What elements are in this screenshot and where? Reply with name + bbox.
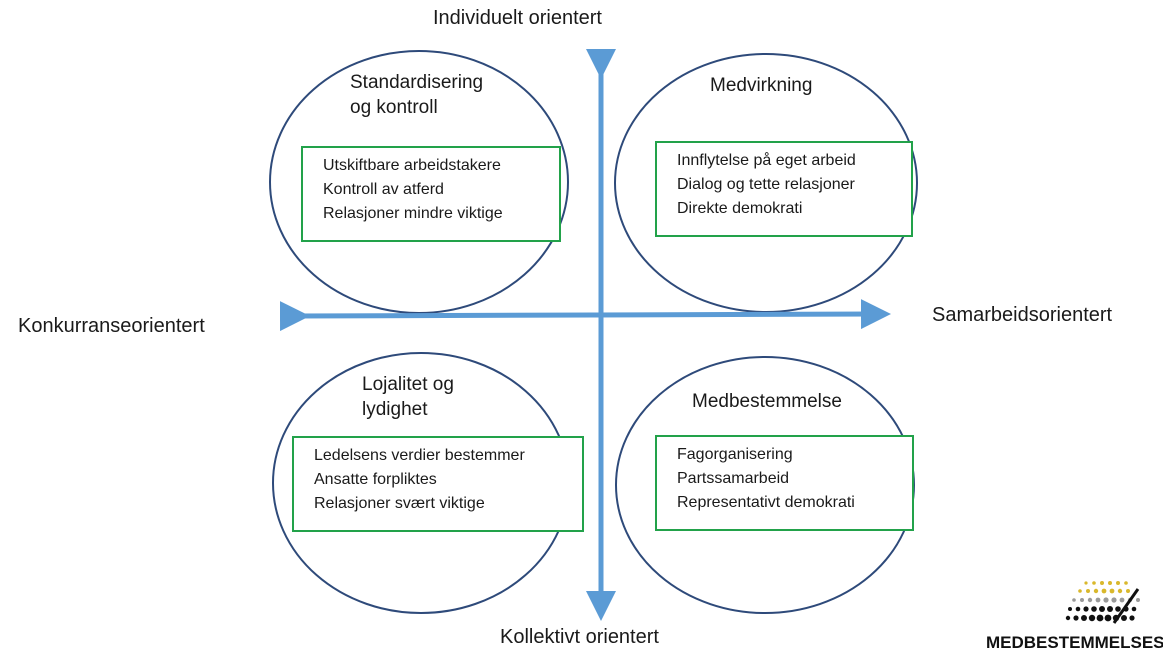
quadrant-title-top-left: Standardisering og kontroll (350, 70, 483, 120)
title-line: og kontroll (350, 97, 438, 118)
axis-label-right: Samarbeidsorientert (932, 304, 1113, 326)
title-line: Lojalitet og (362, 374, 454, 395)
axis-label-left: Konkurranseorientert (18, 315, 205, 337)
quadrant-box-bottom-left: Ledelsens verdier bestemmer Ansatte forp… (292, 436, 584, 532)
quadrant-box-bottom-right: Fagorganisering Partssamarbeid Represent… (655, 435, 914, 531)
quadrant-title-bottom-right: Medbestemmelse (692, 389, 842, 414)
list-item: Utskiftbare arbeidstakere (323, 157, 501, 174)
title-line: Standardisering (350, 72, 484, 93)
list-item: Ansatte forpliktes (314, 471, 437, 488)
logo-text: MEDBESTEMMELSESBA (986, 633, 1163, 652)
quadrant-title-top-right: Medvirkning (710, 73, 812, 98)
list-item: Relasjoner svært viktige (314, 495, 485, 512)
list-item: Representativt demokrati (677, 494, 855, 511)
title-line: Medvirkning (710, 75, 813, 96)
circle-bottom-right (615, 356, 915, 614)
list-item: Relasjoner mindre viktige (323, 205, 503, 222)
list-item: Partssamarbeid (677, 470, 790, 487)
title-line: Medbestemmelse (692, 391, 842, 412)
quadrant-box-top-left: Utskiftbare arbeidstakere Kontroll av at… (301, 146, 561, 242)
title-line: lydighet (362, 399, 428, 420)
logo-dots-icon (1065, 581, 1140, 624)
list-item: Direkte demokrati (677, 200, 803, 217)
axis-label-top: Individuelt orientert (433, 7, 602, 29)
list-item: Ledelsens verdier bestemmer (314, 447, 525, 464)
axis-label-bottom: Kollektivt orientert (500, 626, 659, 648)
list-item: Dialog og tette relasjoner (677, 176, 855, 193)
list-item: Kontroll av atferd (323, 181, 444, 198)
horizontal-axis-arrow (279, 299, 891, 332)
list-item: Fagorganisering (677, 446, 793, 463)
quadrant-title-bottom-left: Lojalitet og lydighet (362, 372, 454, 422)
logo: MEDBESTEMMELSESBA (986, 575, 1163, 656)
quadrant-box-top-right: Innflytelse på eget arbeid Dialog og tet… (655, 141, 913, 237)
list-item: Innflytelse på eget arbeid (677, 152, 856, 169)
